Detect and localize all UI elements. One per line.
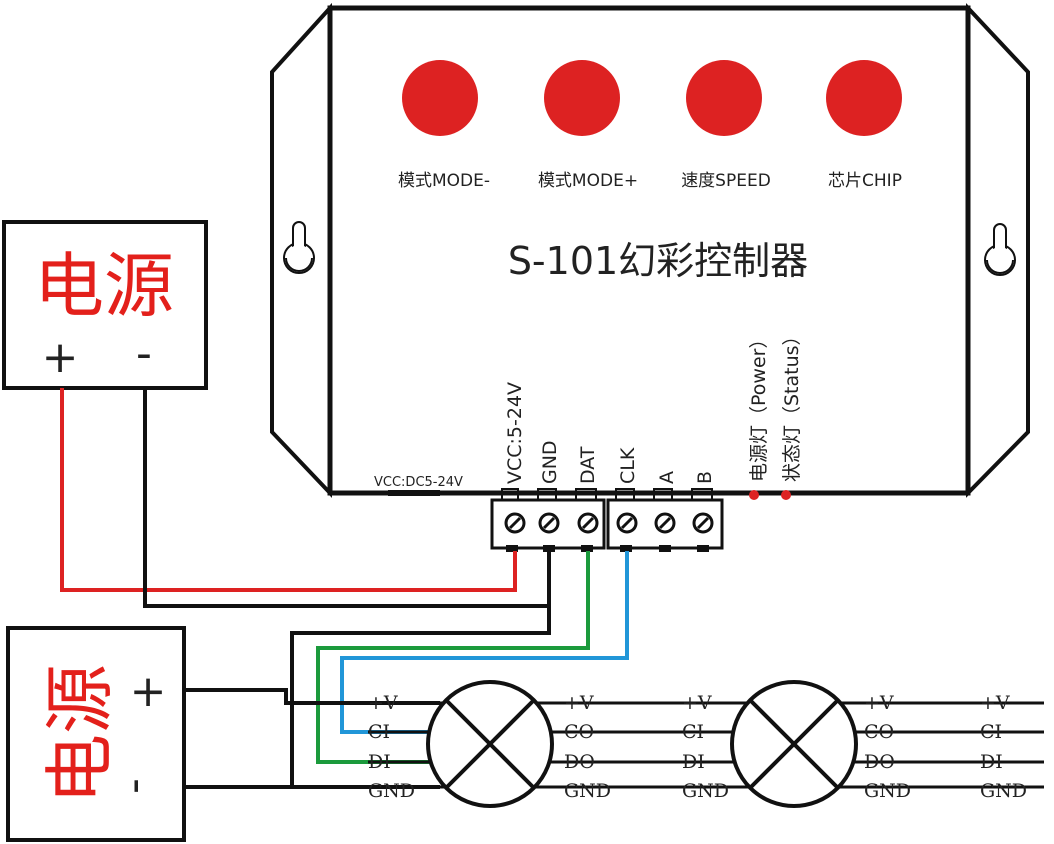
p2-out-co: CO — [864, 721, 894, 743]
terminal-screw-b-icon — [692, 512, 714, 534]
chip-label: 芯片CHIP — [828, 171, 902, 191]
terminal-screws — [504, 512, 714, 534]
p1-in-di: DI — [368, 751, 391, 773]
pixel-1-icon — [426, 680, 554, 808]
power-supply-top-label: 电源 — [34, 245, 174, 327]
mode-minus-button[interactable] — [402, 60, 478, 136]
wire-psu-plus — [184, 688, 440, 705]
controller-title: S-101幻彩控制器 — [508, 239, 808, 283]
mode-plus-label: 模式MODE+ — [538, 171, 638, 191]
power-indicator-label: 电源灯（Power） — [748, 330, 770, 482]
speed-label: 速度SPEED — [681, 171, 771, 191]
pixel-2-icon — [730, 680, 858, 808]
terminal-label-a: A — [656, 471, 678, 484]
end-vcc: +V — [980, 692, 1010, 714]
p1-out-gnd: GND — [564, 780, 611, 802]
vcc-jack-label: VCC:DC5-24V — [374, 475, 463, 490]
p1-out-vcc: +V — [564, 692, 594, 714]
power-top-plus: + — [42, 332, 79, 383]
power-top-minus: - — [136, 328, 152, 379]
terminal-label-vcc: VCC:5-24V — [504, 382, 526, 484]
power-bottom-minus: - — [108, 778, 159, 794]
p2-in-gnd: GND — [682, 780, 729, 802]
status-indicator-label: 状态灯（Status） — [781, 326, 803, 482]
wire-green-dat — [316, 551, 590, 764]
mode-plus-button[interactable] — [544, 60, 620, 136]
terminal-label-gnd: GND — [539, 440, 561, 484]
speed-button[interactable] — [686, 60, 762, 136]
terminal-screw-dat-icon — [577, 512, 599, 534]
terminal-screw-clk-icon — [616, 512, 638, 534]
dc-jack — [388, 490, 440, 496]
p1-out-co: CO — [564, 721, 594, 743]
terminal-screw-gnd-icon — [538, 512, 560, 534]
p2-in-vcc: +V — [682, 692, 712, 714]
power-supply-bottom: 电源 + - — [6, 626, 186, 842]
p2-out-do: DO — [864, 751, 895, 773]
end-gnd: GND — [980, 780, 1027, 802]
mounting-hole-left-icon — [283, 221, 315, 274]
terminal-label-clk: CLK — [617, 447, 639, 484]
terminal-label-b: B — [694, 471, 716, 484]
terminal-label-dat: DAT — [577, 446, 599, 484]
wire-black-strip-gnd — [290, 606, 551, 789]
mode-minus-label: 模式MODE- — [398, 171, 490, 191]
power-supply-top: 电源 + - — [2, 220, 208, 390]
p1-out-do: DO — [564, 751, 595, 773]
p2-out-vcc: +V — [864, 692, 894, 714]
p1-in-vcc: +V — [368, 692, 398, 714]
terminal-screw-a-icon — [654, 512, 676, 534]
terminal-screw-vcc-icon — [504, 512, 526, 534]
power-led-icon — [749, 490, 759, 500]
p1-in-gnd: GND — [368, 780, 415, 802]
status-led-icon — [781, 490, 791, 500]
chip-button[interactable] — [826, 60, 902, 136]
controller-housing: 模式MODE- 模式MODE+ 速度SPEED 芯片CHIP S-101幻彩控制… — [270, 2, 1030, 500]
p1-in-ci: CI — [368, 721, 390, 743]
mounting-hole-right-icon — [984, 223, 1016, 276]
wire-black-gnd — [143, 388, 551, 608]
p2-in-di: DI — [682, 751, 705, 773]
power-bottom-plus: + — [130, 666, 167, 717]
p2-in-ci: CI — [682, 721, 704, 743]
end-di: DI — [980, 751, 1003, 773]
wire-red-vcc — [60, 388, 517, 592]
power-supply-bottom-label: 电源 — [39, 664, 121, 804]
p2-out-gnd: GND — [864, 780, 911, 802]
end-ci: CI — [980, 721, 1002, 743]
